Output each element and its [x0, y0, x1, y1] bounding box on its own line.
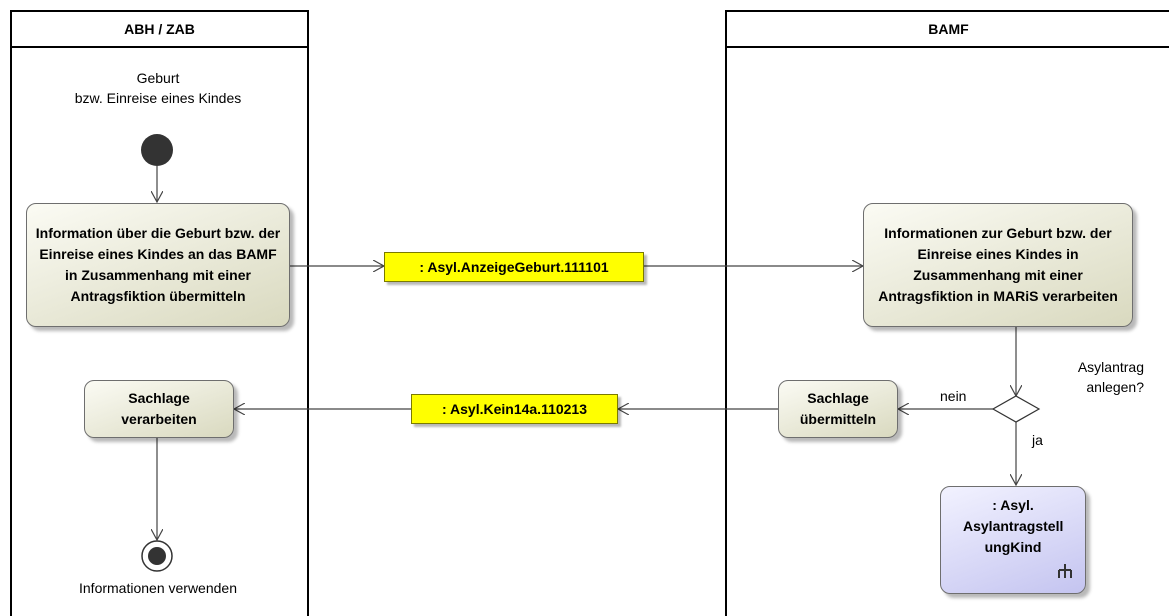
swimlane-title-bamf: BAMF — [727, 12, 1169, 48]
action-info-uebermitteln-label: Information über die Geburt bzw. der Ein… — [35, 225, 281, 304]
action-sachlage-verarbeiten[interactable]: Sachlage verarbeiten — [84, 380, 234, 438]
decision-no-label: nein — [940, 388, 967, 404]
start-label: Geburt bzw. Einreise eines Kindes — [74, 70, 242, 106]
action-sachlage-verarbeiten-label: Sachlage verarbeiten — [121, 390, 197, 427]
action-info-uebermitteln[interactable]: Information über die Geburt bzw. der Ein… — [26, 203, 290, 327]
swimlane-abh-zab: ABH / ZAB — [10, 10, 309, 616]
action-sachlage-uebermitteln-label: Sachlage übermitteln — [799, 390, 877, 427]
rake-icon — [1058, 564, 1072, 578]
action-call-asylantrag-label: : Asyl. Asylantragstell ungKind — [963, 497, 1064, 555]
object-kein14a[interactable]: : Asyl.Kein14a.110213 — [411, 394, 618, 424]
action-info-verarbeiten-label: Informationen zur Geburt bzw. der Einrei… — [878, 225, 1118, 304]
swimlane-bamf: BAMF — [725, 10, 1169, 616]
action-info-verarbeiten[interactable]: Informationen zur Geburt bzw. der Einrei… — [863, 203, 1133, 327]
decision-node — [991, 395, 1041, 423]
action-sachlage-uebermitteln[interactable]: Sachlage übermitteln — [778, 380, 898, 438]
decision-yes-label: ja — [1032, 432, 1043, 448]
object-anzeige-geburt[interactable]: : Asyl.AnzeigeGeburt.111101 — [384, 252, 644, 282]
end-label: Informationen verwenden — [79, 580, 237, 596]
initial-node-icon — [141, 134, 173, 166]
decision-question: Asylantrag anlegen? — [1077, 359, 1144, 395]
action-call-asylantrag[interactable]: : Asyl. Asylantragstell ungKind — [940, 486, 1086, 594]
swimlane-title-abh-zab: ABH / ZAB — [12, 12, 307, 48]
